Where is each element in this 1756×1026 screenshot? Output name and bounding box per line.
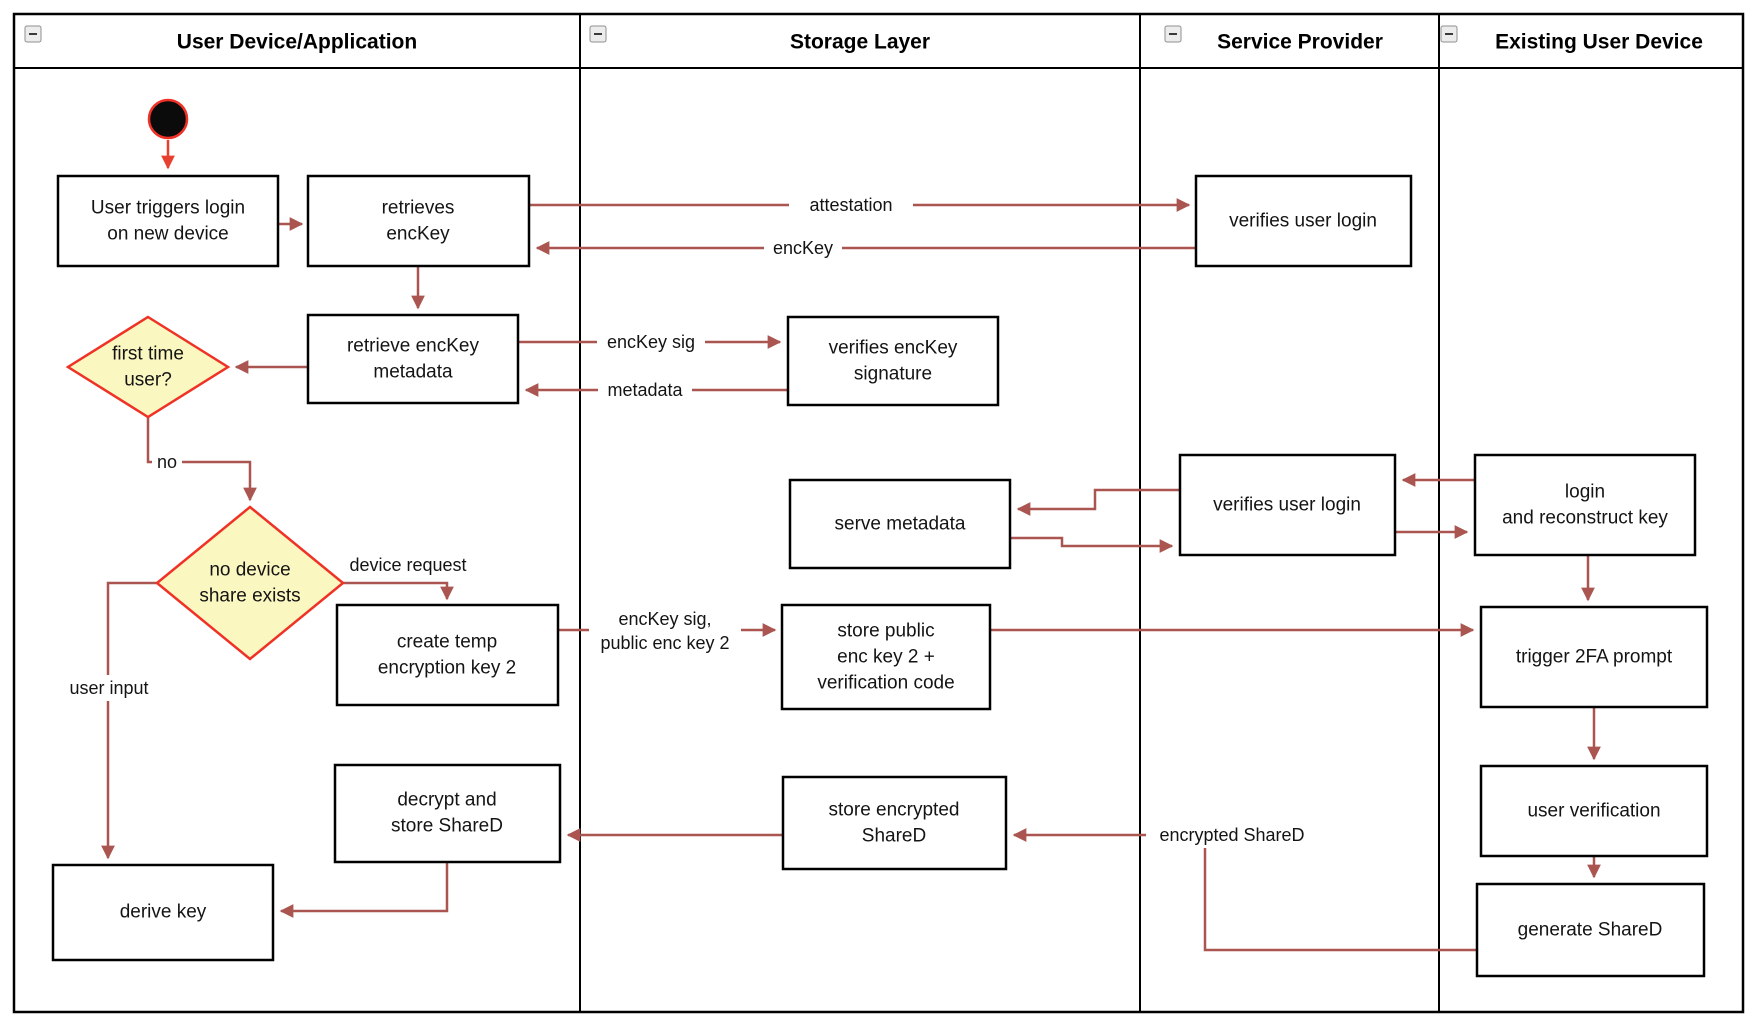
decision-no-device-share-exists[interactable]: no device share exists [155,505,345,661]
node-verifies-user-login-top[interactable]: verifies user login [1194,174,1413,268]
lane-header-storage-layer: Storage Layer [589,25,930,54]
collapse-icon[interactable] [1164,25,1182,43]
node-trigger-2fa-prompt[interactable]: trigger 2FA prompt [1479,605,1709,709]
node-store-encrypted-shared[interactable]: store encrypted ShareD [781,775,1008,871]
svg-text:first time: first time [112,344,184,365]
svg-text:login: login [1565,482,1605,503]
svg-text:trigger 2FA prompt: trigger 2FA prompt [1516,647,1673,668]
decision-first-time-user[interactable]: first time user? [65,315,231,419]
svg-text:ShareD: ShareD [862,826,926,847]
node-serve-metadata[interactable]: serve metadata [788,478,1012,570]
lane-header-user-device: User Device/Application [24,25,417,54]
collapse-icon[interactable] [24,25,42,43]
node-store-public-enc-key-2[interactable]: store public enc key 2 + verification co… [780,603,992,711]
edge-label-attestation: attestation [809,195,892,215]
edge-label-enckey-sig-public-line1: encKey sig, [618,609,711,629]
edge-label-enckey-sig-public-line2: public enc key 2 [600,633,729,653]
edge-labels: attestation encKey encKey sig metadata n… [64,193,1318,848]
node-derive-key[interactable]: derive key [51,863,275,962]
edge-label-encrypted-shared: encrypted ShareD [1159,825,1304,845]
edge-encrypted-shared [1012,828,1477,952]
edge-device-request [343,581,454,601]
lane-header-service-provider: Service Provider [1164,25,1383,54]
collapse-icon[interactable] [589,25,607,43]
edge-label-metadata: metadata [607,380,683,400]
svg-text:decrypt and: decrypt and [397,790,496,811]
svg-text:metadata: metadata [373,362,453,383]
svg-text:derive key: derive key [120,902,207,923]
svg-text:signature: signature [854,364,932,385]
svg-text:user?: user? [124,370,172,391]
svg-text:retrieves: retrieves [382,198,455,219]
node-retrieves-enckey[interactable]: retrieves encKey [306,174,531,268]
node-verifies-enckey-signature[interactable]: verifies encKey signature [786,315,1000,407]
svg-text:retrieve encKey: retrieve encKey [347,336,480,357]
lane-title-storage-layer: Storage Layer [790,31,930,54]
edge-label-enckey-sig: encKey sig [607,332,695,352]
edge-user-input [101,581,157,860]
node-generate-shared[interactable]: generate ShareD [1475,882,1706,978]
svg-text:on new device: on new device [107,224,228,245]
edge-decrypt-to-derive-key [279,862,449,918]
svg-text:verifies user login: verifies user login [1213,495,1361,516]
svg-text:store ShareD: store ShareD [391,816,503,837]
edge-serve-metadata-to-verifies-login [1010,536,1174,553]
nodes: User triggers login on new device retrie… [51,98,1709,978]
svg-text:share exists: share exists [199,586,300,607]
lane-title-existing-user-device: Existing User Device [1495,31,1703,54]
svg-text:generate ShareD: generate ShareD [1518,920,1663,941]
collapse-icon[interactable] [1440,25,1458,43]
lane-title-service-provider: Service Provider [1217,31,1383,54]
edge-label-enckey: encKey [773,238,833,258]
node-decrypt-and-store-shared[interactable]: decrypt and store ShareD [333,763,562,864]
svg-text:user verification: user verification [1527,801,1660,822]
svg-text:no device: no device [209,560,290,581]
svg-text:and reconstruct key: and reconstruct key [1502,508,1668,529]
edge-label-device-request: device request [349,555,466,575]
svg-text:encryption key 2: encryption key 2 [378,658,516,679]
svg-text:store public: store public [837,621,934,642]
svg-text:User triggers login: User triggers login [91,198,245,219]
node-user-verification[interactable]: user verification [1479,764,1709,858]
edge-label-user-input: user input [69,678,148,698]
svg-text:serve metadata: serve metadata [835,514,966,535]
node-create-temp-encryption-key-2[interactable]: create temp encryption key 2 [335,603,560,707]
svg-text:encKey: encKey [386,224,450,245]
edge-no-branch [146,417,257,502]
svg-text:verifies user login: verifies user login [1229,211,1377,232]
node-user-triggers-login[interactable]: User triggers login on new device [56,174,280,268]
svg-text:create temp: create temp [397,632,497,653]
node-login-and-reconstruct-key[interactable]: login and reconstruct key [1473,453,1697,557]
lane-title-user-device: User Device/Application [177,31,417,54]
node-verifies-user-login-mid[interactable]: verifies user login [1178,453,1397,557]
svg-text:store encrypted: store encrypted [829,800,960,821]
start-node[interactable] [147,98,189,140]
edge-label-no: no [157,452,177,472]
node-retrieve-enckey-metadata[interactable]: retrieve encKey metadata [306,313,520,405]
svg-text:enc key 2 +: enc key 2 + [837,647,935,668]
edge-verifies-login-to-serve-metadata [1016,488,1180,516]
svg-text:verification code: verification code [817,673,954,694]
lane-header-existing-user-device: Existing User Device [1440,25,1703,54]
svg-text:verifies encKey: verifies encKey [829,338,958,359]
